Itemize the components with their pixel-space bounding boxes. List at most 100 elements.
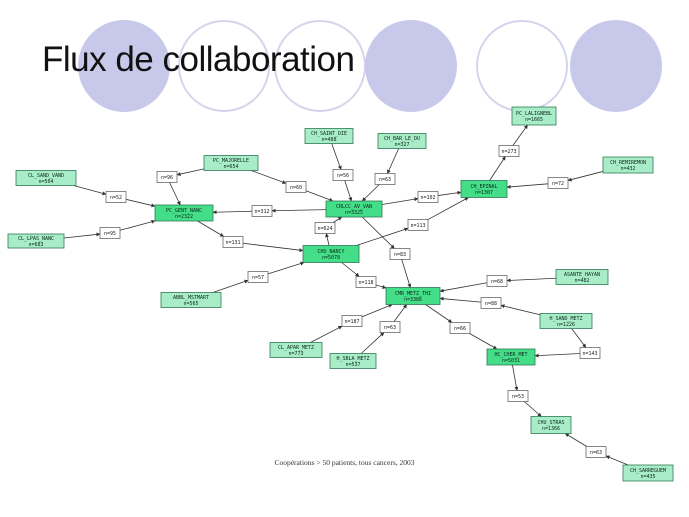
node-label: CL_LPAS_NANC: [18, 236, 54, 242]
edge-CH_BAR_LE_DU-f63a: [387, 148, 400, 174]
flow-label: n=118: [358, 280, 373, 286]
diagram-caption: Coopérations > 50 patients, tous cancers…: [274, 458, 415, 467]
flow-label: n=131: [225, 240, 240, 246]
node-count: n=2322: [175, 214, 193, 220]
flow-box: n=57: [247, 271, 269, 283]
edge-f60-CRLCC_AV_VAN: [305, 190, 334, 202]
node-label: PC_LALIGNEBL: [516, 111, 552, 117]
flow-box: n=63: [585, 446, 607, 458]
edge-f102-CH_EPINAL: [437, 190, 462, 196]
node-label: ASANTE_HAYAN: [564, 272, 600, 278]
flow-box: n=96: [156, 171, 178, 183]
node-count: n=504: [38, 179, 53, 185]
node-count: n=327: [394, 142, 409, 148]
decor-circle-2: [178, 20, 270, 112]
flow-box: n=56: [332, 169, 354, 181]
flow-label: n=72: [552, 181, 564, 187]
flow-box: n=63: [374, 173, 396, 185]
flow-box: n=68: [486, 275, 508, 287]
edge-f83-CMR_METZ_THI: [401, 259, 412, 288]
edge-CH_EPINAL-f273: [489, 156, 506, 181]
edge-CH_SAINT_DIE-f56: [331, 143, 342, 170]
node-count: n=537: [345, 362, 360, 368]
node-label: CL_SAND_VAND: [28, 173, 64, 179]
node-label: PC_GENT_NANC: [166, 208, 202, 214]
flow-box: n=83: [389, 248, 411, 260]
flow-box: n=624: [314, 222, 336, 234]
edge-f72-CH_EPINAL: [506, 183, 549, 189]
decor-circle-3: [274, 20, 366, 112]
flow-label: n=95: [104, 231, 116, 237]
edge-PC_GENT_NANC-f131: [197, 220, 225, 237]
flow-box: n=273: [498, 145, 520, 157]
flow-box: n=60: [285, 181, 307, 193]
node-count: n=565: [183, 301, 198, 307]
node-count: n=1226: [557, 322, 575, 328]
edge-CL_APAR_METZ-f187: [310, 325, 343, 343]
edge-CH_REMIREMON-f72: [567, 171, 604, 182]
flow-label: n=63: [379, 177, 391, 183]
flow-label: n=63: [384, 325, 396, 331]
edge-CRLCC_AV_VAN-f312: [271, 208, 327, 213]
edge-CH_SARREGUEM-f63c: [605, 455, 629, 466]
flow-label: n=143: [582, 351, 597, 357]
edge-PC_MAJORELLE-f96: [176, 168, 205, 176]
edge-f52-PC_GENT_NANC: [125, 198, 156, 208]
flow-box: n=52: [105, 191, 127, 203]
flow-label: n=66: [454, 326, 466, 332]
node-label: CHU_NANCY: [317, 249, 344, 255]
flow-label: n=624: [317, 226, 332, 232]
flow-label: n=273: [501, 149, 516, 155]
decor-circle-1: [78, 20, 170, 112]
node-label: CH_SARREGUEM: [630, 468, 666, 474]
node-label: HC_CHER_MET: [494, 352, 527, 358]
node-count: n=5031: [502, 358, 520, 364]
edge-f624-CRLCC_AV_VAN: [333, 216, 343, 223]
node-count: n=773: [288, 351, 303, 357]
edge-f131-CHU_NANCY: [242, 242, 304, 253]
edge-f312-PC_GENT_NANC: [212, 210, 253, 215]
flow-box: n=312: [251, 205, 273, 217]
edge-CRLCC_AV_VAN-f83: [361, 216, 395, 249]
edge-CL_SAND_VAND-f52: [73, 185, 107, 196]
node-label: CL_APAR_METZ: [278, 345, 314, 351]
edge-f118-CMR_METZ_THI: [375, 284, 387, 289]
node-count: n=3325: [345, 210, 363, 216]
node-count: n=1366: [542, 426, 560, 432]
node-label: ABBL_MSTMART: [173, 295, 209, 301]
node-ch-bar-le-du: CH_BAR_LE_DUn=327: [377, 133, 427, 149]
edge-f113-CH_EPINAL: [427, 197, 469, 220]
flow-label: n=52: [110, 195, 122, 201]
edge-f56-CRLCC_AV_VAN: [344, 180, 353, 202]
edge-f95-PC_GENT_NANC: [119, 219, 156, 231]
flow-label: n=83: [394, 252, 406, 258]
flow-label: n=187: [344, 319, 359, 325]
edge-HC_CHER_MET-f53: [512, 364, 519, 391]
flow-box: n=102: [417, 191, 439, 203]
node-label: CH_SAINT_DIE: [311, 131, 347, 137]
flow-label: n=56: [337, 173, 349, 179]
edge-f187-CMR_METZ_THI: [361, 304, 393, 318]
node-count: n=482: [574, 278, 589, 284]
node-label: CH_REMIREMON: [610, 160, 646, 166]
edge-PC_MAJORELLE-f60: [251, 170, 287, 184]
flow-box: n=131: [222, 236, 244, 248]
edge-CRLCC_AV_VAN-f102: [381, 197, 419, 205]
node-count: n=1665: [525, 117, 543, 123]
flow-label: n=68: [491, 279, 503, 285]
flow-label: n=96: [161, 175, 173, 181]
